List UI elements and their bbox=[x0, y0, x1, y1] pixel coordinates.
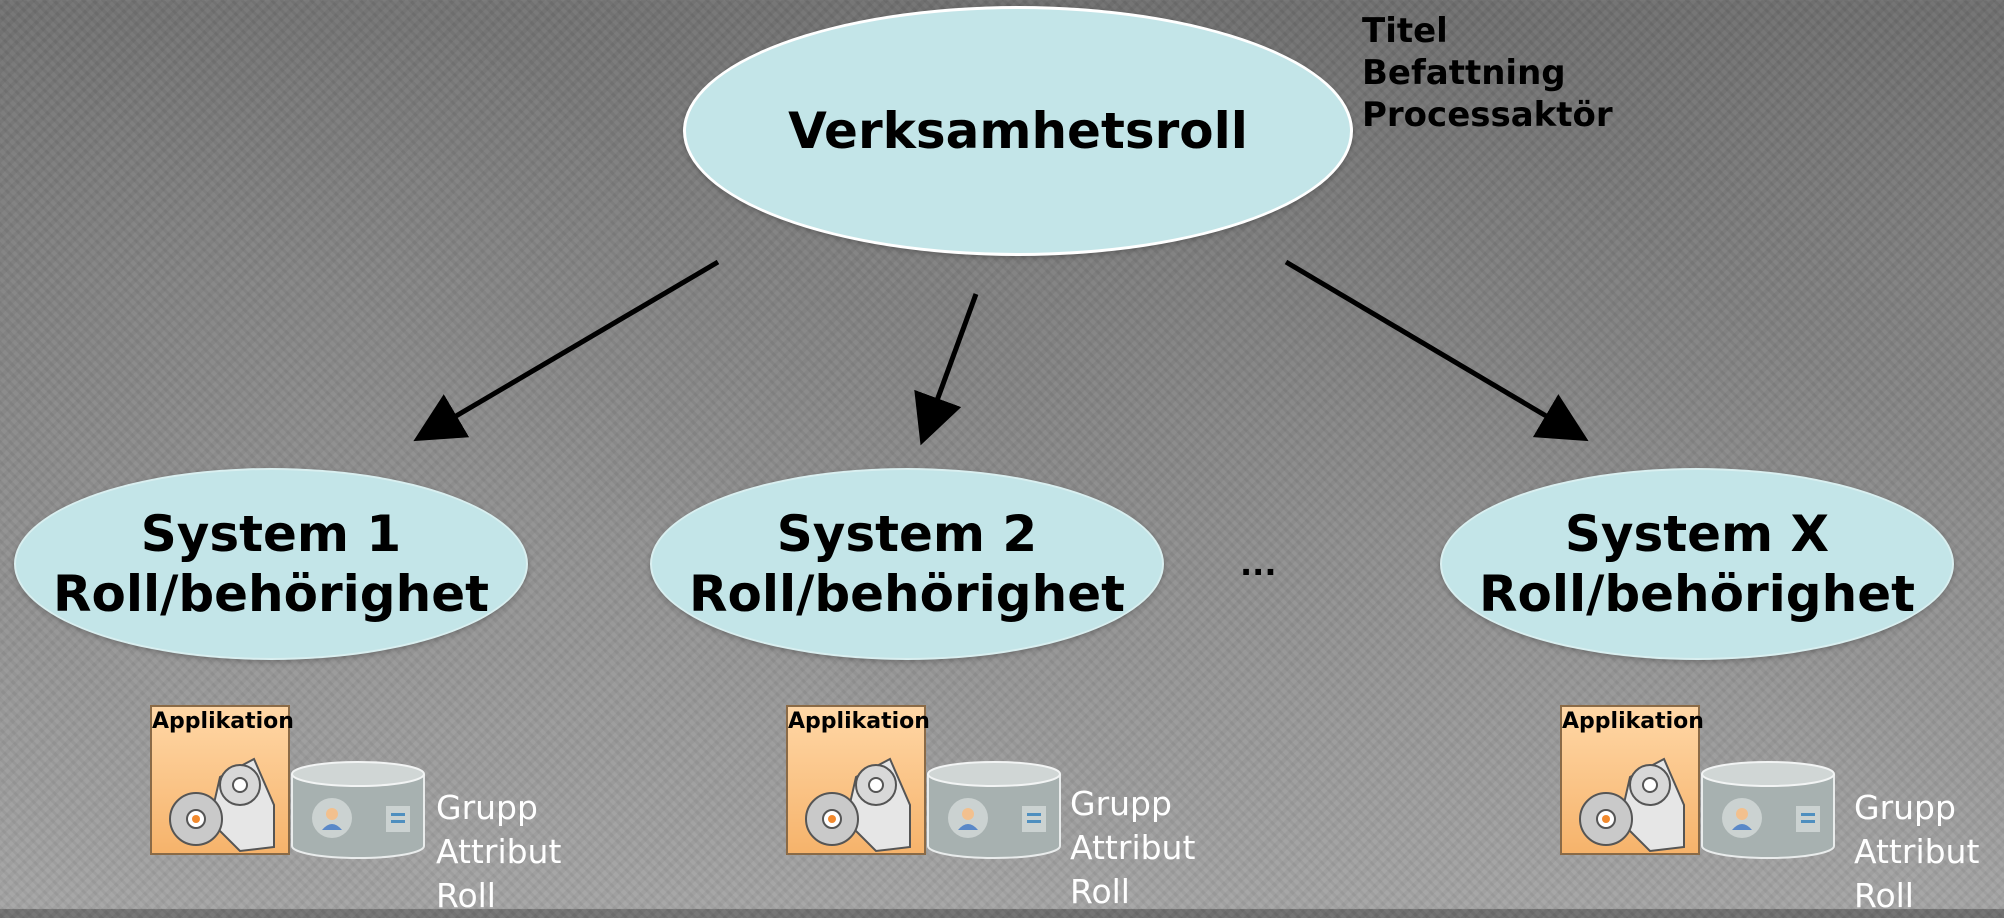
gears-document-icon bbox=[169, 757, 275, 853]
attribute-list-2: Grupp Attribut Roll bbox=[1070, 782, 1195, 914]
role-attribute-list: Titel Befattning Processaktör bbox=[1362, 10, 1613, 136]
attr-attribut: Attribut bbox=[1854, 832, 1980, 871]
application-label: Applikation bbox=[1562, 709, 1704, 734]
attr-roll: Roll bbox=[1070, 872, 1130, 911]
system-2-subtitle: Roll/behörighet bbox=[688, 565, 1126, 623]
application-label: Applikation bbox=[788, 709, 930, 734]
arrow-to-system-x bbox=[1284, 259, 1589, 442]
system-1-name: System 1 bbox=[140, 505, 402, 563]
arrow-to-system-2 bbox=[914, 293, 979, 446]
attr-roll: Roll bbox=[1854, 876, 1914, 915]
system-2-ellipse: System 2 Roll/behörighet bbox=[650, 468, 1164, 660]
database-3 bbox=[1700, 760, 1836, 860]
database-2 bbox=[926, 760, 1062, 860]
database-user-icon bbox=[291, 761, 425, 859]
attribute-list-1: Grupp Attribut Roll bbox=[436, 786, 561, 918]
application-box-1: Applikation bbox=[150, 705, 294, 855]
attr-grupp: Grupp bbox=[436, 788, 538, 827]
system-2-name: System 2 bbox=[776, 505, 1038, 563]
system-x-subtitle: Roll/behörighet bbox=[1478, 565, 1916, 623]
application-label: Applikation bbox=[152, 709, 294, 734]
side-item-processaktor: Processaktör bbox=[1362, 95, 1613, 135]
application-box-2: Applikation bbox=[786, 705, 930, 855]
gears-document-icon bbox=[1579, 757, 1685, 853]
arrow-to-system-1 bbox=[413, 259, 720, 442]
database-user-icon bbox=[927, 761, 1061, 859]
verksamhetsroll-ellipse: Verksamhetsroll bbox=[683, 6, 1353, 256]
application-box-3: Applikation bbox=[1560, 705, 1704, 855]
side-item-titel: Titel bbox=[1362, 11, 1448, 51]
attr-attribut: Attribut bbox=[436, 832, 562, 871]
attr-grupp: Grupp bbox=[1854, 788, 1956, 827]
ellipsis: ... bbox=[1240, 545, 1277, 583]
system-1-subtitle: Roll/behörighet bbox=[52, 565, 490, 623]
system-1-ellipse: System 1 Roll/behörighet bbox=[14, 468, 528, 660]
attr-attribut: Attribut bbox=[1070, 828, 1196, 867]
attr-grupp: Grupp bbox=[1070, 784, 1172, 823]
database-1 bbox=[290, 760, 426, 860]
verksamhetsroll-label: Verksamhetsroll bbox=[788, 102, 1248, 160]
gears-document-icon bbox=[805, 757, 911, 853]
system-x-name: System X bbox=[1564, 505, 1830, 563]
attr-roll: Roll bbox=[436, 876, 496, 915]
side-item-befattning: Befattning bbox=[1362, 53, 1566, 93]
attribute-list-3: Grupp Attribut Roll bbox=[1854, 786, 1979, 918]
database-user-icon bbox=[1701, 761, 1835, 859]
system-x-ellipse: System X Roll/behörighet bbox=[1440, 468, 1954, 660]
